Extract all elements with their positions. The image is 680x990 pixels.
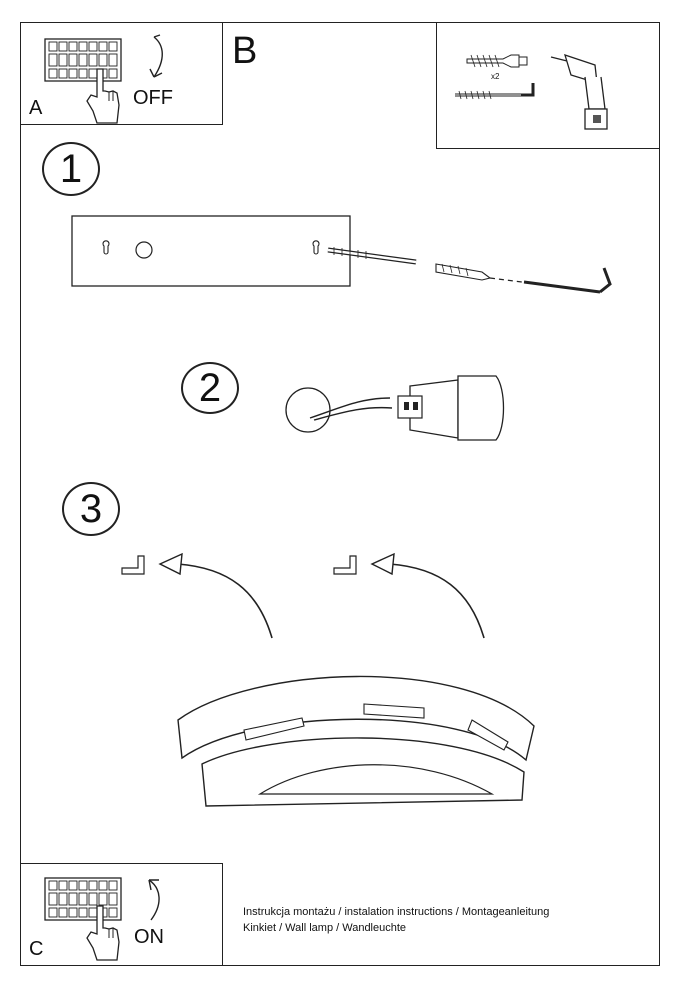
circuit-breaker-icon bbox=[44, 38, 122, 82]
step-3-number: 3 bbox=[62, 482, 120, 536]
panel-b-letter: B bbox=[232, 30, 258, 72]
hand-icon bbox=[86, 905, 120, 961]
circuit-breaker-icon bbox=[44, 877, 122, 921]
arrow-down-icon bbox=[149, 34, 163, 78]
off-label: OFF bbox=[133, 87, 173, 109]
panel-b-tools: x2 bbox=[436, 22, 660, 149]
on-label: ON bbox=[134, 926, 164, 948]
arrow-up-icon bbox=[148, 879, 160, 921]
panel-a-letter: A bbox=[29, 97, 43, 119]
panel-c-letter: C bbox=[29, 938, 44, 960]
drill-icon bbox=[550, 53, 608, 130]
quantity-label: x2 bbox=[491, 72, 500, 81]
step-2-number: 2 bbox=[181, 362, 239, 414]
curved-arrow-icon bbox=[370, 552, 485, 639]
mounting-plate-icon bbox=[71, 215, 612, 294]
instruction-frame bbox=[20, 22, 660, 966]
step-1-number: 1 bbox=[42, 142, 100, 196]
bracket-icon bbox=[333, 555, 357, 575]
wall-plug-icon bbox=[466, 54, 528, 68]
panel-c: C ON bbox=[20, 863, 223, 966]
curved-arrow-icon bbox=[158, 552, 273, 639]
screw-hook-icon bbox=[455, 83, 535, 100]
caption-line-1: Instrukcja montażu / instalation instruc… bbox=[243, 906, 550, 918]
socket-icon bbox=[285, 375, 505, 441]
wall-lamp-icon bbox=[177, 675, 535, 807]
caption-line-2: Kinkiet / Wall lamp / Wandleuchte bbox=[243, 922, 407, 934]
bracket-icon bbox=[121, 555, 145, 575]
panel-a: A OFF bbox=[20, 22, 223, 125]
hand-icon bbox=[86, 68, 120, 124]
